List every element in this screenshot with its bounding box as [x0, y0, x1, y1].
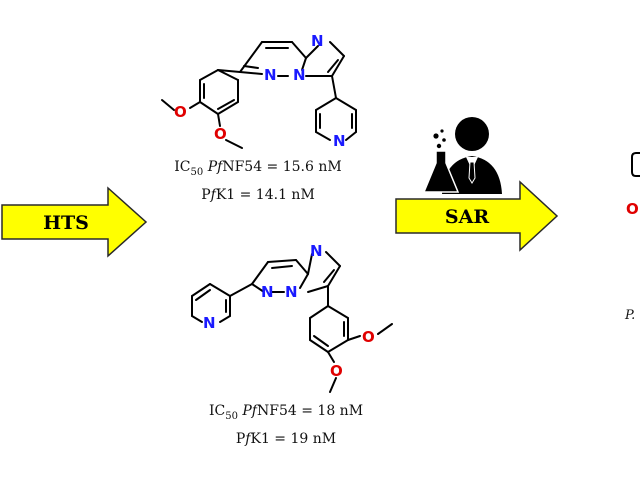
compound-top-ic50-line: IC50 PfNF54 = 15.6 nM — [138, 156, 378, 184]
ic50-strain: Pf — [207, 159, 223, 175]
pfk1-f: f — [210, 186, 216, 203]
compound-bottom-o2: O — [330, 362, 343, 380]
sar-arrow-shape — [395, 180, 559, 252]
ic50-subscript: 50 — [225, 410, 238, 422]
compound-bottom-activity: IC50 PfNF54 = 18 nM PfK1 = 19 nM — [166, 400, 406, 450]
compound-top-n3: N — [264, 66, 277, 84]
compound-top-activity: IC50 PfNF54 = 15.6 nM PfK1 = 14.1 nM — [138, 156, 378, 206]
compound-top-o2: O — [214, 125, 227, 143]
cropped-caption: P. — [625, 308, 636, 323]
compound-bottom-structure — [191, 251, 393, 393]
sar-arrow-label: SAR — [445, 206, 489, 228]
cropped-structure: O — [626, 152, 640, 218]
cropped-oxygen-label: O — [626, 200, 639, 218]
ic50-prefix: IC — [208, 403, 226, 419]
compound-bottom-pyridine-n: N — [203, 314, 216, 332]
compound-top-o1: O — [174, 103, 187, 121]
pfk1-p: P — [201, 186, 211, 203]
hts-arrow: HTS — [1, 186, 148, 258]
compound-bottom-n2: N — [285, 283, 298, 301]
pfk1-value: K1 = 19 nM — [250, 430, 337, 447]
compound-bottom-pfk1-line: PfK1 = 19 nM — [166, 428, 406, 450]
ic50-subscript: 50 — [190, 166, 204, 178]
compound-top-n2: N — [293, 66, 306, 84]
compound-bottom-o1: O — [362, 328, 375, 346]
compound-top-n1: N — [311, 32, 324, 50]
compound-bottom-n1: N — [310, 242, 323, 260]
hts-arrow-label: HTS — [43, 212, 89, 234]
compound-top-pyridine-n: N — [333, 132, 346, 150]
compound-bottom-n3: N — [261, 283, 274, 301]
ic50-value: NF54 = 18 nM — [257, 403, 364, 419]
hts-arrow-shape — [1, 186, 148, 258]
compound-top-pfk1-line: PfK1 = 14.1 nM — [138, 184, 378, 206]
ic50-value: NF54 = 15.6 nM — [222, 159, 342, 175]
scientist-with-flask-icon — [422, 117, 502, 194]
compound-bottom-ic50-line: IC50 PfNF54 = 18 nM — [166, 400, 406, 428]
sar-arrow: SAR — [395, 180, 559, 252]
compound-top-structure — [161, 41, 357, 149]
ic50-strain: Pf — [242, 403, 257, 419]
pfk1-f: f — [245, 430, 251, 447]
ic50-prefix: IC — [174, 159, 191, 175]
compound-top-atoms: N N N N O O — [174, 32, 346, 150]
compound-bottom-atoms: N N N N O O — [203, 242, 375, 380]
pfk1-value: K1 = 14.1 nM — [215, 186, 315, 203]
pfk1-p: P — [235, 430, 246, 447]
